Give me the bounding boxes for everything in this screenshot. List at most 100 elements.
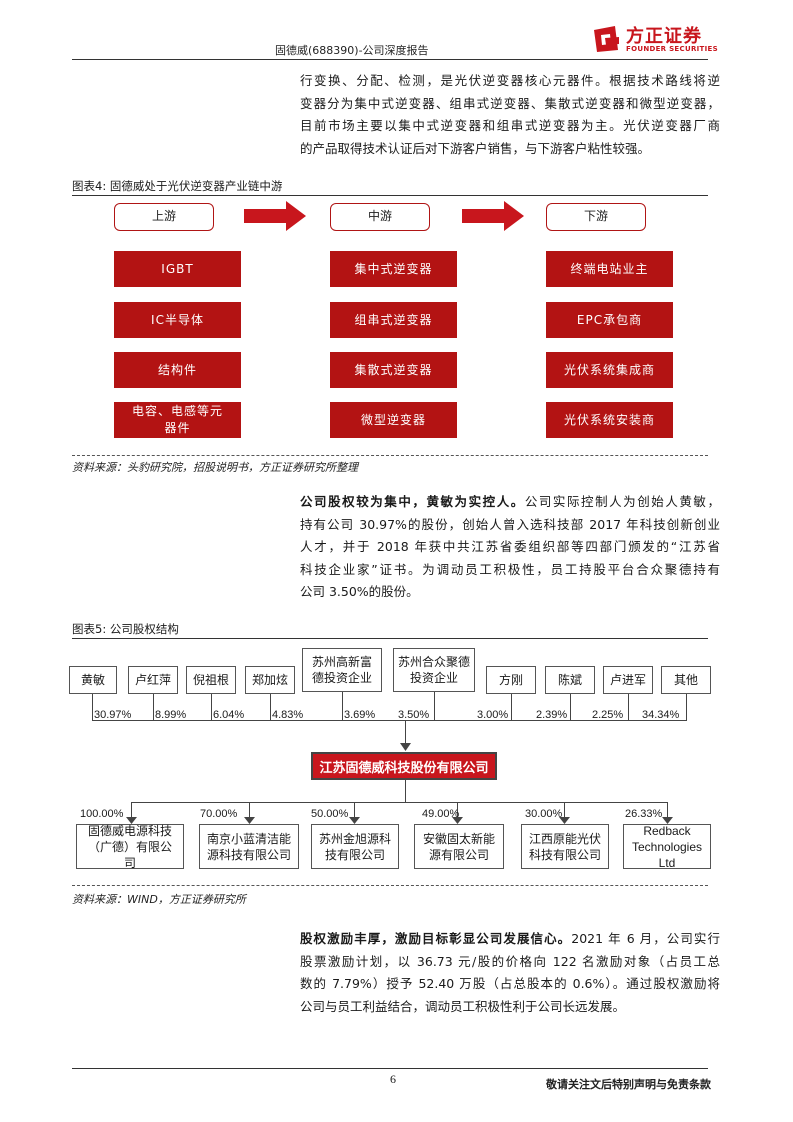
arrow-down-icon [126, 817, 137, 824]
figure5-bottom-rule [72, 885, 708, 886]
downstream-item: EPC承包商 [546, 302, 673, 338]
connector-line [511, 694, 512, 720]
connector-line [153, 694, 154, 720]
text-line: 的产品取得技术认证后对下游客户销售，与下游客户粘性较强。 [300, 140, 651, 156]
text-line: 数的 7.79%）授予 52.40 万股（占总股本的 0.6%）。通过股权激励将 [300, 976, 720, 991]
shareholder-box: 卢红萍 [128, 666, 178, 694]
text-line: 股票激励计划，以 36.73 元/股的价格向 122 名激励对象（占员工总 [300, 953, 720, 969]
arrow-down-icon [559, 817, 570, 824]
subsidiary-pct: 50.00% [311, 808, 349, 820]
downstream-item: 光伏系统安装商 [546, 402, 673, 438]
subsidiary-pct: 100.00% [80, 808, 124, 820]
connector-line [342, 692, 343, 720]
shareholding-pct: 2.25% [592, 709, 624, 721]
upstream-item: IGBT [114, 251, 241, 287]
subsidiary-pct: 70.00% [200, 808, 238, 820]
stage-downstream: 下游 [546, 203, 646, 231]
text-line: 公司与员工利益结合，调动员工积极性利于公司长远发展。 [300, 998, 626, 1014]
figure4-source: 资料来源：头豹研究院，招股说明书，方正证券研究所整理 [72, 461, 358, 474]
downstream-item: 光伏系统集成商 [546, 352, 673, 388]
text-line: 2021 年 6 月，公司实行 [571, 931, 720, 946]
paragraph-lead: 股权激励丰厚，激励目标彰显公司发展信心。 [300, 931, 572, 946]
arrow-down-icon [244, 817, 255, 824]
stage-midstream: 中游 [330, 203, 430, 231]
paragraph-ownership: 公司股权较为集中，黄敏为实控人。公司实际控制人为创始人黄敏， 持有公司 30.9… [300, 491, 720, 604]
connector-line [405, 780, 406, 802]
text-line: 行变换、分配、检测，是光伏逆变器核心元器件。根据技术路线将逆 [300, 73, 720, 88]
footer-rule [72, 1068, 708, 1069]
shareholding-pct: 4.83% [272, 709, 304, 721]
connector-line [354, 802, 355, 818]
shareholder-box: 其他 [661, 666, 711, 694]
subsidiary-box: 苏州金旭源科技有限公司 [311, 824, 399, 869]
text-line: 公司 3.50%的股份。 [300, 584, 419, 599]
downstream-item: 终端电站业主 [546, 251, 673, 287]
shareholder-box: 卢进军 [603, 666, 653, 694]
figure5-top-rule [72, 638, 708, 639]
shareholder-box: 郑加炫 [245, 666, 295, 694]
report-header-title: 固德威(688390)-公司深度报告 [275, 44, 429, 57]
connector-line [131, 802, 667, 803]
connector-line [405, 720, 406, 746]
stage-upstream: 上游 [114, 203, 214, 231]
shareholder-box: 陈斌 [545, 666, 595, 694]
midstream-item: 集中式逆变器 [330, 251, 457, 287]
connector-line [434, 692, 435, 720]
shareholding-pct: 2.39% [536, 709, 568, 721]
connector-line [249, 802, 250, 818]
connector-line [570, 694, 571, 720]
shareholder-box: 苏州高新富德投资企业 [302, 648, 382, 692]
connector-line [686, 694, 687, 720]
arrow-down-icon [452, 817, 463, 824]
figure5-source: 资料来源：WIND，方正证券研究所 [72, 893, 246, 906]
connector-line [270, 694, 271, 720]
founder-logo-icon [594, 26, 619, 52]
connector-line [92, 694, 93, 720]
subsidiary-box: 固德威电源科技（广德）有限公司 [76, 824, 184, 870]
midstream-item: 组串式逆变器 [330, 302, 457, 338]
page-number: 6 [390, 1072, 396, 1086]
text-line: 公司实际控制人为创始人黄敏， [524, 494, 720, 509]
upstream-item: IC半导体 [114, 302, 241, 338]
arrow-right-icon [244, 201, 306, 231]
shareholding-pct: 6.04% [213, 709, 245, 721]
connector-line [564, 802, 565, 818]
subsidiary-box: Redback Technologies Ltd [623, 824, 711, 870]
subsidiary-box: 安徽固太新能源有限公司 [414, 824, 504, 869]
arrow-down-icon [662, 817, 673, 824]
disclaimer-link[interactable]: 敬请关注文后特别声明与免责条款 [546, 1078, 711, 1091]
figure4-bottom-rule [72, 455, 708, 456]
midstream-item: 集散式逆变器 [330, 352, 457, 388]
connector-line [92, 720, 687, 721]
text-line: 目前市场主要以集中式逆变器和组串式逆变器为主。光伏逆变器厂商 [300, 118, 720, 133]
shareholding-pct: 30.97% [94, 709, 132, 721]
shareholder-box: 倪祖根 [186, 666, 236, 694]
subsidiary-pct: 30.00% [525, 808, 563, 820]
connector-line [211, 694, 212, 720]
subsidiary-box: 江西原能光伏科技有限公司 [521, 824, 609, 869]
figure5-title: 图表5: 公司股权结构 [72, 622, 179, 636]
subsidiary-box: 南京小蓝清洁能源科技有限公司 [199, 824, 299, 869]
connector-line [667, 802, 668, 818]
shareholding-pct: 3.69% [344, 709, 376, 721]
arrow-down-icon [400, 743, 411, 751]
shareholding-pct: 3.00% [477, 709, 509, 721]
text-line: 持有公司 30.97%的股份，创始人曾入选科技部 2017 年科技创新创业 [300, 516, 720, 532]
connector-line [457, 802, 458, 818]
arrow-down-icon [349, 817, 360, 824]
connector-line [131, 802, 132, 818]
logo-name: 方正证券 [626, 26, 702, 47]
header-rule [72, 59, 708, 60]
subsidiary-pct: 26.33% [625, 808, 663, 820]
company-box: 江苏固德威科技股份有限公司 [311, 752, 497, 780]
paragraph-incentive: 股权激励丰厚，激励目标彰显公司发展信心。2021 年 6 月，公司实行 股票激励… [300, 928, 720, 1018]
text-line: 科技企业家”证书。为调动员工积极性，员工持股平台合众聚德持有 [300, 561, 720, 577]
figure4-title: 图表4: 固德威处于光伏逆变器产业链中游 [72, 179, 283, 193]
shareholder-box: 苏州合众聚德投资企业 [393, 648, 475, 692]
midstream-item: 微型逆变器 [330, 402, 457, 438]
arrow-right-icon [462, 201, 524, 231]
paragraph-lead: 公司股权较为集中，黄敏为实控人。 [300, 494, 525, 509]
text-line: 人才，并于 2018 年获中共江苏省委组织部等四部门颁发的“江苏省 [300, 539, 720, 554]
paragraph-inverter-intro: 行变换、分配、检测，是光伏逆变器核心元器件。根据技术路线将逆 变器分为集中式逆变… [300, 70, 720, 160]
figure4-top-rule [72, 195, 708, 196]
